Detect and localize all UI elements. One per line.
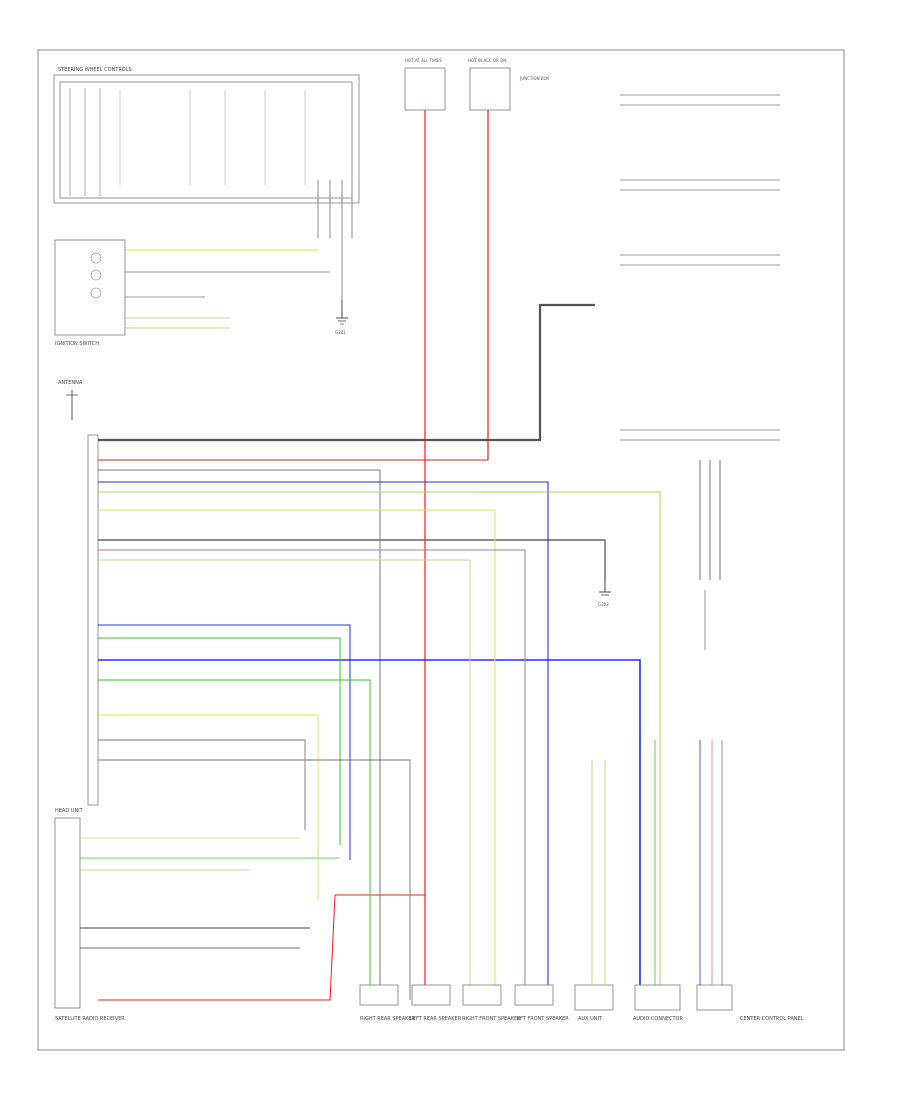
lower-right-components: AUX UNIT AUDIO CONNECTOR CENTER CONTROL …	[574, 740, 804, 1022]
audio-connector-label: AUDIO CONNECTOR	[633, 1016, 683, 1022]
red-wire-group	[98, 110, 489, 1001]
headunit-connector	[87, 434, 99, 806]
black-wire-group	[98, 303, 606, 1000]
ground-g1-label: G201	[335, 330, 346, 335]
left-rear-speaker-label: LEFT REAR SPEAKER	[410, 1016, 462, 1022]
violet-wire-group	[80, 549, 526, 1000]
left-front-speaker-label: LEFT FRONT SPEAKER	[514, 1016, 569, 1022]
center-controls-label: CENTER CONTROL PANEL	[740, 1016, 804, 1022]
headunit-label: HEAD UNIT	[55, 808, 84, 814]
right-front-speaker	[462, 984, 502, 1006]
ignition-switch-component: IGNITION SWITCH	[54, 239, 330, 347]
satellite-receiver-label: SATELLITE RADIO RECEIVER	[55, 1016, 125, 1022]
satellite-receiver-component: SATELLITE RADIO RECEIVER	[54, 817, 125, 1022]
blue-wire-group	[98, 481, 641, 1000]
steering-controls-label: STEERING WHEEL CONTROLS	[58, 67, 132, 73]
fuse-group: HOT AT ALL TIMES HOT IN ACC OR ON JUNCTI…	[404, 58, 549, 111]
aux-unit-label: AUX UNIT	[578, 1016, 603, 1022]
yellow-wire-group	[80, 509, 496, 1000]
antenna-component: ANTENNA	[58, 380, 83, 420]
junction-box-label: JUNCTION BOX	[519, 76, 549, 81]
ground-g1-symbol: G201	[335, 300, 348, 335]
ground-g2-symbol: G302	[598, 580, 611, 607]
right-rear-speaker-label: RIGHT REAR SPEAKER	[360, 1016, 416, 1022]
diagram-frame	[37, 49, 845, 1051]
ignition-switch-label: IGNITION SWITCH	[55, 341, 99, 347]
antenna-label: ANTENNA	[58, 380, 83, 386]
right-rear-speaker	[359, 984, 399, 1006]
steering-controls-component: STEERING WHEEL CONTROLS	[53, 67, 360, 300]
left-front-speaker	[514, 984, 554, 1006]
right-side-components	[620, 94, 780, 650]
right-front-speaker-label: RIGHT FRONT SPEAKER	[462, 1016, 521, 1022]
left-rear-speaker	[411, 984, 451, 1006]
ground-g2-label: G302	[598, 602, 609, 607]
speakers-group: RIGHT REAR SPEAKER LEFT REAR SPEAKER RIG…	[359, 984, 569, 1022]
green-wire-group	[80, 491, 661, 1000]
fuse-left-label: HOT AT ALL TIMES	[405, 58, 442, 63]
fuse-right-label: HOT IN ACC OR ON	[468, 58, 506, 63]
